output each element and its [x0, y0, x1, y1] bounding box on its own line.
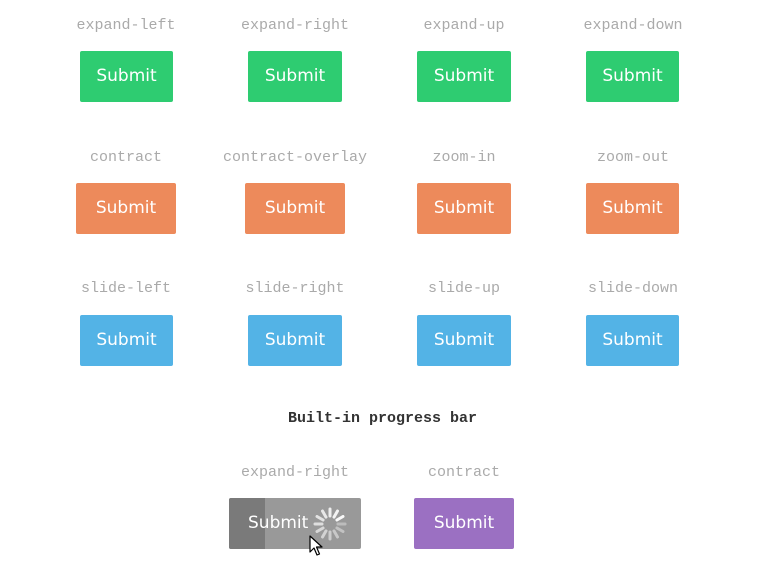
spinner-spoke — [321, 509, 328, 519]
submit-button-contract[interactable]: Submit — [76, 183, 176, 234]
demo-label: slide-left — [80, 280, 171, 297]
demo-label: contract — [89, 149, 162, 166]
submit-button-slide-left[interactable]: Submit — [80, 315, 173, 366]
progress-bar-fill — [229, 498, 265, 549]
spinner-spoke — [315, 526, 325, 533]
demo-label: slide-right — [245, 280, 345, 297]
demo-label: slide-down — [587, 280, 678, 297]
demo-label: contract — [427, 464, 500, 481]
demo-label: zoom-out — [596, 149, 669, 166]
submit-button-zoom-out[interactable]: Submit — [586, 183, 679, 234]
section-title-progress: Built-in progress bar — [287, 410, 478, 427]
spinner-spoke — [332, 529, 339, 539]
submit-button-progress-contract[interactable]: Submit — [414, 498, 514, 549]
demo-label: slide-up — [427, 280, 500, 297]
spinner-spoke — [332, 509, 339, 519]
spinner-spoke — [335, 526, 345, 533]
demo-label: zoom-in — [432, 149, 496, 166]
demo-label: expand-right — [240, 464, 350, 481]
submit-button-expand-left[interactable]: Submit — [80, 51, 173, 102]
demo-label: expand-down — [583, 17, 683, 34]
submit-button-zoom-in[interactable]: Submit — [417, 183, 511, 234]
submit-button-expand-right[interactable]: Submit — [248, 51, 342, 102]
mouse-pointer-icon — [309, 535, 323, 556]
submit-button-slide-right[interactable]: Submit — [248, 315, 342, 366]
submit-button-slide-down[interactable]: Submit — [586, 315, 679, 366]
submit-button-slide-up[interactable]: Submit — [417, 315, 511, 366]
demo-label: expand-left — [76, 17, 176, 34]
submit-button-expand-down[interactable]: Submit — [586, 51, 679, 102]
submit-button-progress-expand-right[interactable]: Submit — [229, 498, 361, 549]
spinner-spoke — [321, 529, 328, 539]
submit-button-contract-overlay[interactable]: Submit — [245, 183, 345, 234]
spinner-spoke — [335, 515, 345, 522]
demo-label: expand-right — [240, 17, 350, 34]
spinner-spoke — [315, 515, 325, 522]
submit-button-label: Submit — [248, 513, 309, 533]
submit-button-expand-up[interactable]: Submit — [417, 51, 511, 102]
demo-label: contract-overlay — [222, 149, 368, 166]
spinner-icon — [313, 507, 347, 541]
demo-label: expand-up — [423, 17, 505, 34]
